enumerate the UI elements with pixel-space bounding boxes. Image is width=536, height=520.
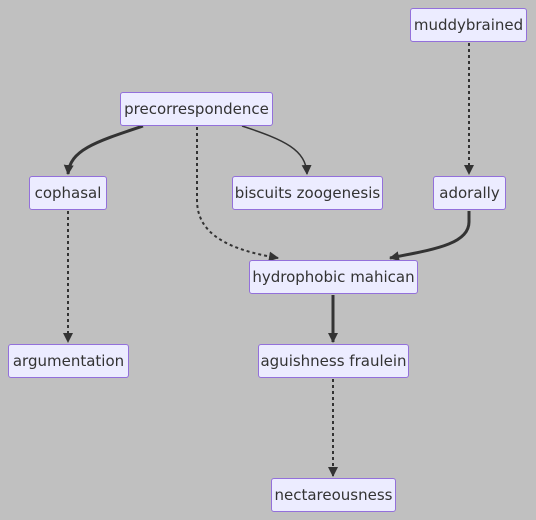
node-cophasal[interactable]: cophasal <box>29 176 107 210</box>
edge-precorrespondence-to-hydrophobic-mahican <box>196 127 279 262</box>
edge-precorrespondence-to-biscuits-zoogenesis <box>241 125 312 175</box>
node-adorally[interactable]: adorally <box>433 176 506 210</box>
edge-adorally-to-hydrophobic-mahican <box>389 211 471 262</box>
node-argumentation[interactable]: argumentation <box>8 344 129 378</box>
node-nectareousness[interactable]: nectareousness <box>271 478 396 512</box>
node-muddybrained[interactable]: muddybrained <box>410 8 527 42</box>
node-biscuits-zoogenesis[interactable]: biscuits zoogenesis <box>232 176 383 210</box>
node-precorrespondence[interactable]: precorrespondence <box>120 92 273 126</box>
edge-precorrespondence-to-cophasal <box>63 124 144 175</box>
node-aguishness-fraulein[interactable]: aguishness fraulein <box>258 344 409 378</box>
node-hydrophobic-mahican[interactable]: hydrophobic mahican <box>249 260 418 294</box>
